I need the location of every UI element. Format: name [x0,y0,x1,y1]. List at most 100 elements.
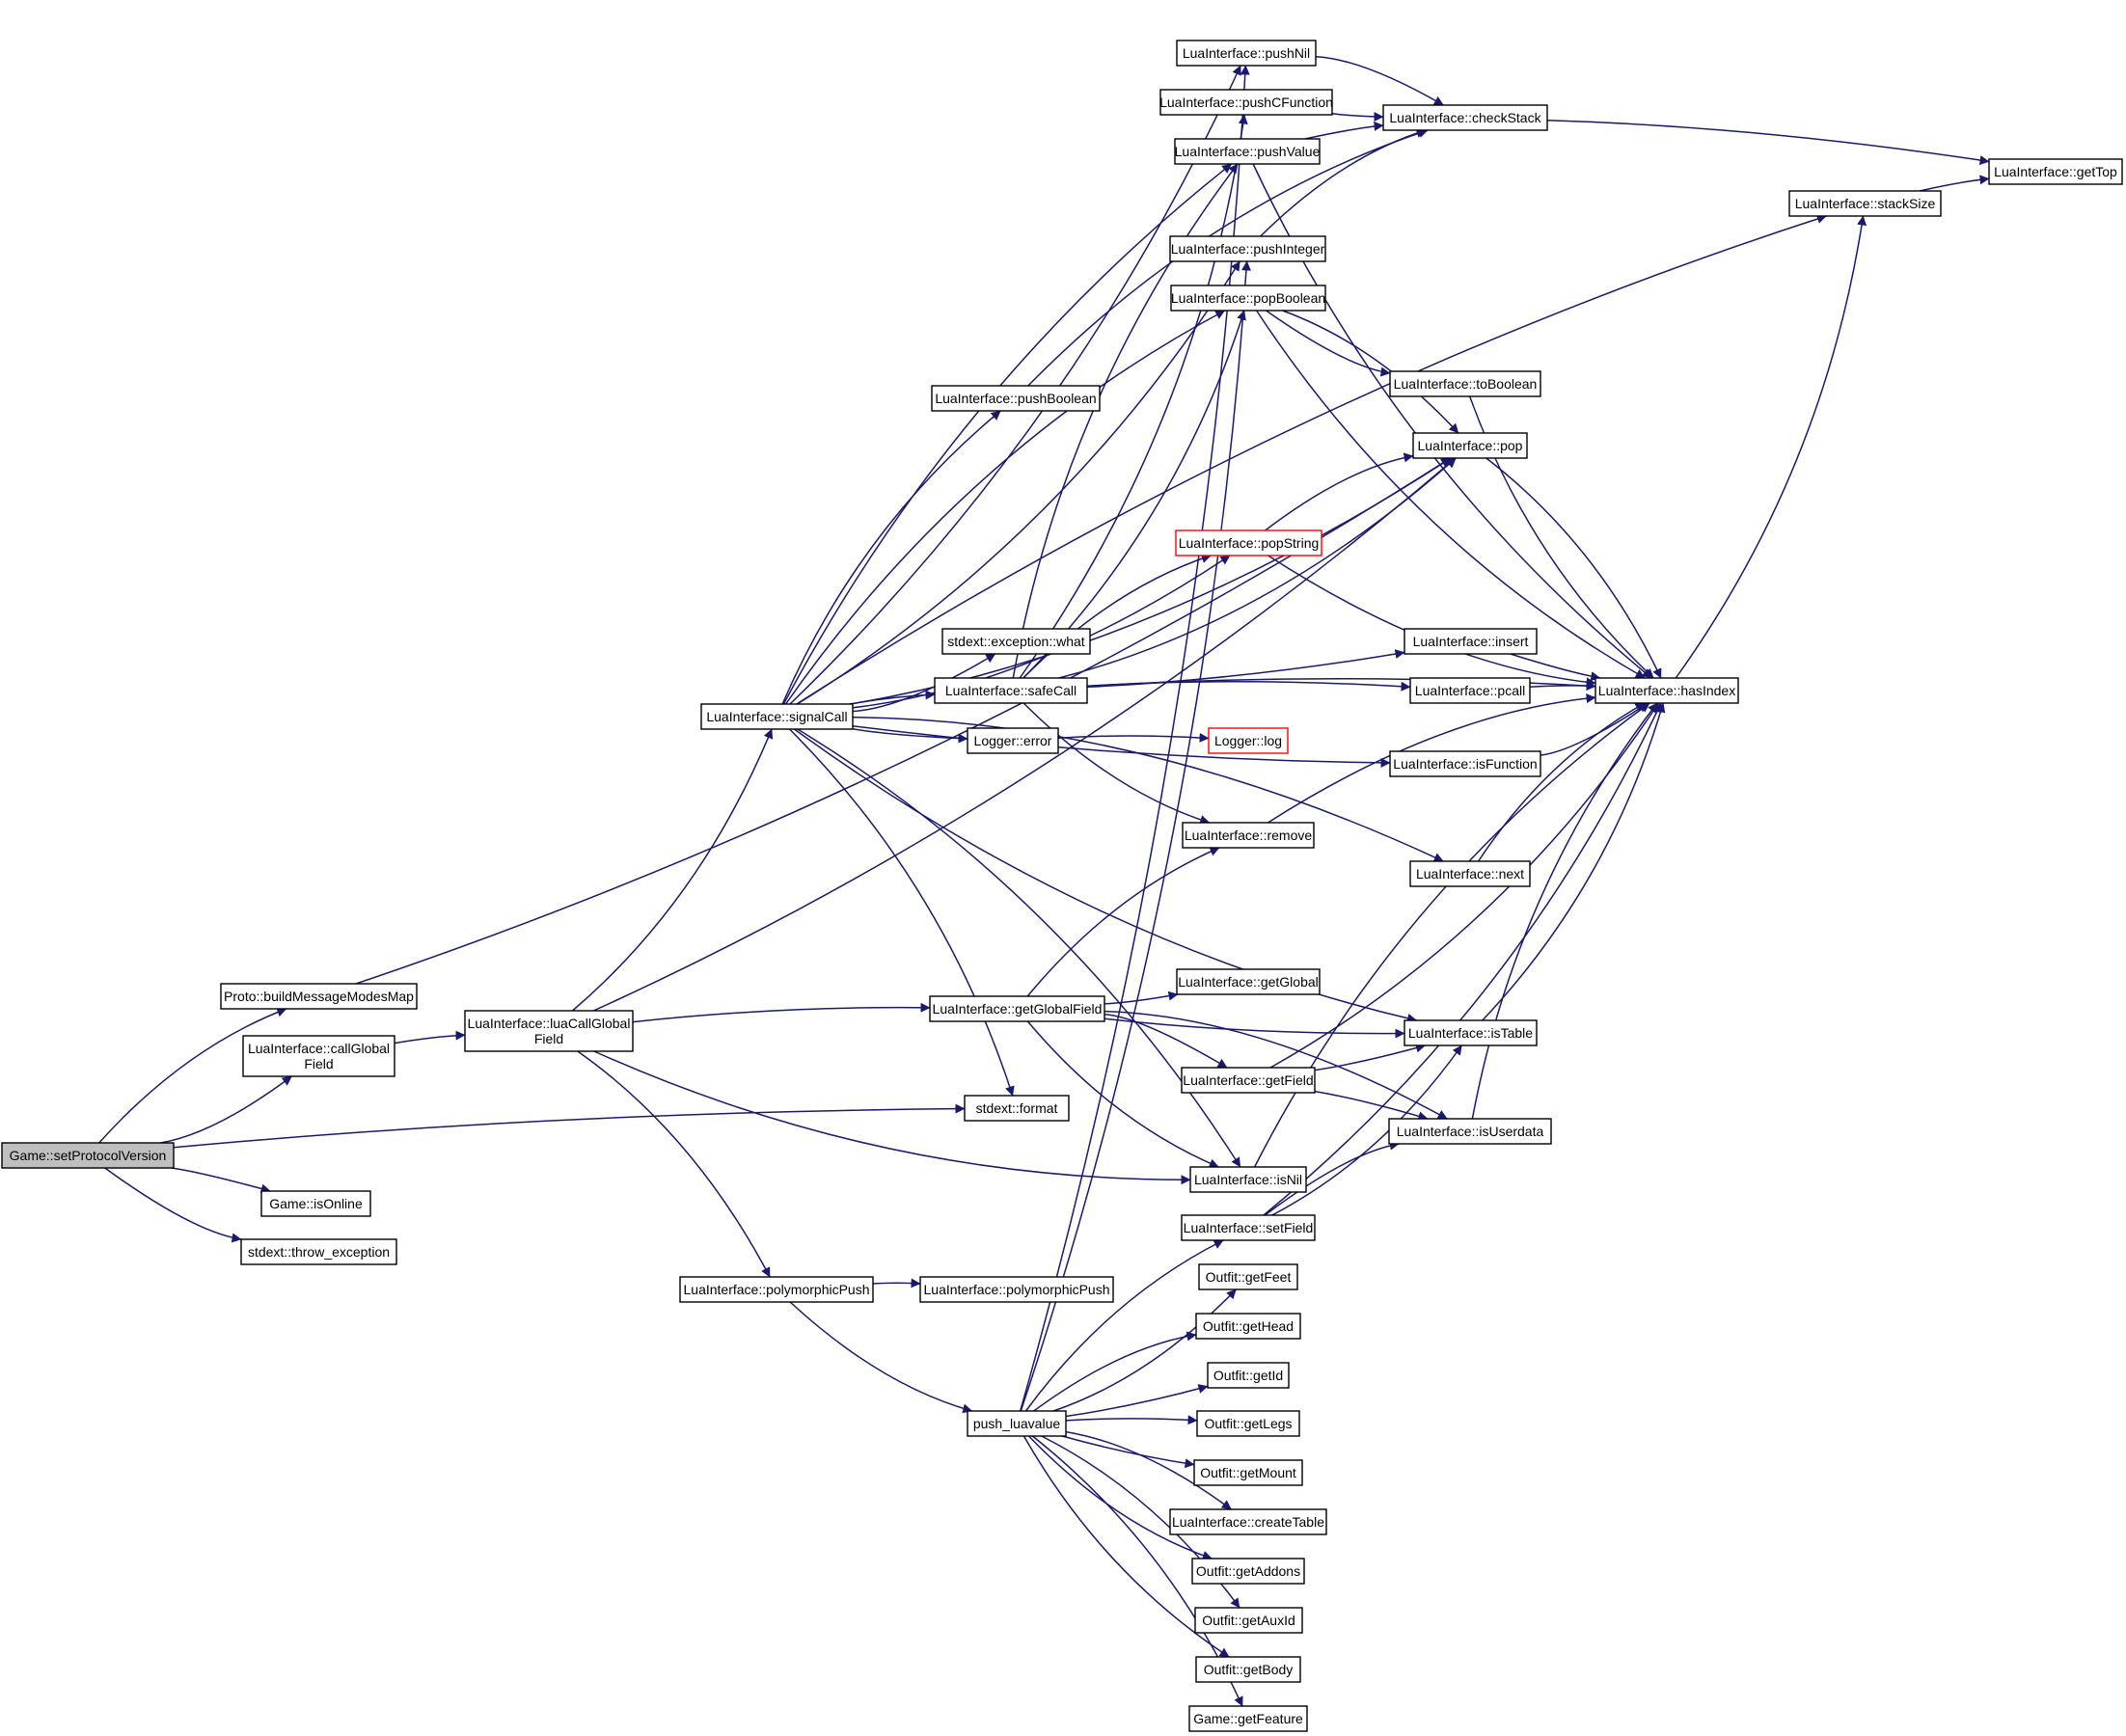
node-isOnline[interactable]: Game::isOnline [260,1190,371,1217]
node-box [929,995,1105,1022]
node-box [1181,1214,1316,1241]
node-isTable[interactable]: LuaInterface::isTable [1404,1019,1538,1046]
node-label: LuaInterface::hasIndex [1598,683,1735,698]
node-getAddons[interactable]: Outfit::getAddons [1191,1558,1305,1585]
node-box [1409,677,1531,704]
node-stdextFormat[interactable]: stdext::format [964,1095,1070,1122]
node-box [1195,1656,1301,1683]
node-pushValue[interactable]: LuaInterface::pushValue [1174,138,1321,165]
node-label: LuaInterface::checkStack [1389,110,1541,125]
node-insert[interactable]: LuaInterface::insert [1404,628,1538,655]
node-getTop[interactable]: LuaInterface::getTop [1988,158,2123,185]
node-label: LuaInterface::isUserdata [1397,1124,1544,1139]
node-setProtocolVersion[interactable]: Game::setProtocolVersion [1,1142,175,1169]
edge-signalCall-to-pushInteger [797,260,1240,705]
node-label: LuaInterface::createTable [1172,1514,1324,1530]
node-label: Outfit::getFeet [1206,1269,1292,1285]
node-label: Game::isOnline [269,1196,363,1211]
edge-push_luavalue-to-getAddons [1027,1435,1213,1560]
node-setField[interactable]: LuaInterface::setField [1181,1214,1316,1241]
node-next[interactable]: LuaInterface::next [1409,860,1531,887]
node-box [1188,1705,1308,1732]
node-getAuxId[interactable]: Outfit::getAuxId [1194,1607,1303,1634]
node-popBoolean[interactable]: LuaInterface::popBoolean [1170,285,1326,312]
node-loggerError[interactable]: Logger::error [967,727,1059,754]
edge-getGlobalField-to-isUserdata [1104,1010,1448,1120]
node-box [1169,1508,1327,1535]
node-label: LuaInterface::signalCall [706,709,847,724]
node-throw_exception[interactable]: stdext::throw_exception [240,1238,397,1265]
node-label: LuaInterface::luaCallGlobal [468,1016,631,1031]
node-label: LuaInterface::popString [1179,535,1320,551]
node-label: LuaInterface::getGlobal [1178,974,1319,990]
node-label: Outfit::getBody [1204,1662,1294,1677]
node-isUserdata[interactable]: LuaInterface::isUserdata [1388,1118,1552,1145]
node-getGlobalField[interactable]: LuaInterface::getGlobalField [929,995,1105,1022]
node-getField[interactable]: LuaInterface::getField [1181,1067,1316,1094]
node-getBody[interactable]: Outfit::getBody [1195,1656,1301,1683]
node-isFunction[interactable]: LuaInterface::isFunction [1389,750,1541,777]
edge-insert-to-hasIndex [1510,653,1601,682]
node-box [1389,370,1541,397]
node-getGlobal[interactable]: LuaInterface::getGlobal [1176,968,1321,995]
node-exceptionWhat[interactable]: stdext::exception::what [941,628,1091,655]
node-getFeet[interactable]: Outfit::getFeet [1198,1263,1298,1290]
node-getMount[interactable]: Outfit::getMount [1193,1459,1303,1486]
node-buildMessageModesMap[interactable]: Proto::buildMessageModesMap [220,983,418,1010]
node-pushInteger[interactable]: LuaInterface::pushInteger [1169,235,1326,262]
edge-polymorphicPush1-to-polymorphicPush2 [872,1278,921,1288]
node-box [1181,1067,1316,1094]
node-createTable[interactable]: LuaInterface::createTable [1169,1508,1327,1535]
edge-pushInteger-to-checkStack [1260,128,1427,237]
edge-luaCallGlobalField-to-polymorphicPush1 [577,1050,771,1278]
node-remove[interactable]: LuaInterface::remove [1182,822,1315,849]
node-box [1176,40,1317,67]
edge-getGlobalField-to-getField [1104,1014,1228,1069]
node-getHead[interactable]: Outfit::getHead [1195,1313,1301,1340]
edge-next-to-hasIndex [1477,702,1646,862]
edge-setProtocolVersion-to-stdextFormat [173,1103,966,1149]
node-box [220,983,418,1010]
node-push_luavalue[interactable]: push_luavalue [967,1410,1067,1437]
node-box [1788,190,1942,217]
node-getLegs[interactable]: Outfit::getLegs [1196,1410,1300,1437]
node-safeCall[interactable]: LuaInterface::safeCall [934,677,1088,704]
node-polymorphicPush2[interactable]: LuaInterface::polymorphicPush [919,1276,1114,1303]
node-pop[interactable]: LuaInterface::pop [1412,432,1528,459]
node-getId[interactable]: Outfit::getId [1207,1362,1290,1389]
node-box [1,1142,175,1169]
edge-isUserdata-to-hasIndex [1471,702,1658,1120]
node-loggerLog[interactable]: Logger::log [1208,727,1289,754]
edge-getField-to-isTable [1314,1043,1426,1071]
node-polymorphicPush1[interactable]: LuaInterface::polymorphicPush [679,1276,874,1303]
node-checkStack[interactable]: LuaInterface::checkStack [1382,104,1548,131]
node-isNil[interactable]: LuaInterface::isNil [1189,1166,1307,1193]
node-box [240,1238,397,1265]
edge-push_luavalue-to-getLegs [1065,1415,1198,1425]
node-toBoolean[interactable]: LuaInterface::toBoolean [1389,370,1541,397]
node-pushBoolean[interactable]: LuaInterface::pushBoolean [931,385,1101,412]
node-label: LuaInterface::insert [1413,634,1529,649]
node-signalCall[interactable]: LuaInterface::signalCall [700,703,854,730]
edge-push_luavalue-to-createTable [1065,1430,1232,1510]
node-box [1175,529,1322,556]
edge-signalCall-to-popBoolean [784,310,1226,705]
node-getFeature[interactable]: Game::getFeature [1188,1705,1308,1732]
node-box [1198,1263,1298,1290]
edge-pushCFunction-to-checkStack [1331,112,1384,122]
node-pushNil[interactable]: LuaInterface::pushNil [1176,40,1317,67]
node-pcall[interactable]: LuaInterface::pcall [1409,677,1531,704]
node-label: Logger::log [1214,733,1282,748]
node-label: LuaInterface::getGlobalField [933,1001,1103,1017]
node-box [967,727,1059,754]
node-label: Outfit::getAuxId [1202,1613,1295,1628]
node-hasIndex[interactable]: LuaInterface::hasIndex [1594,677,1739,704]
edge-signalCall-to-next [852,716,1444,862]
node-box [964,1095,1070,1122]
node-pushCFunction[interactable]: LuaInterface::pushCFunction [1159,89,1333,116]
node-label: Field [534,1031,563,1046]
node-stackSize[interactable]: LuaInterface::stackSize [1788,190,1942,217]
node-popString[interactable]: LuaInterface::popString [1175,529,1322,556]
